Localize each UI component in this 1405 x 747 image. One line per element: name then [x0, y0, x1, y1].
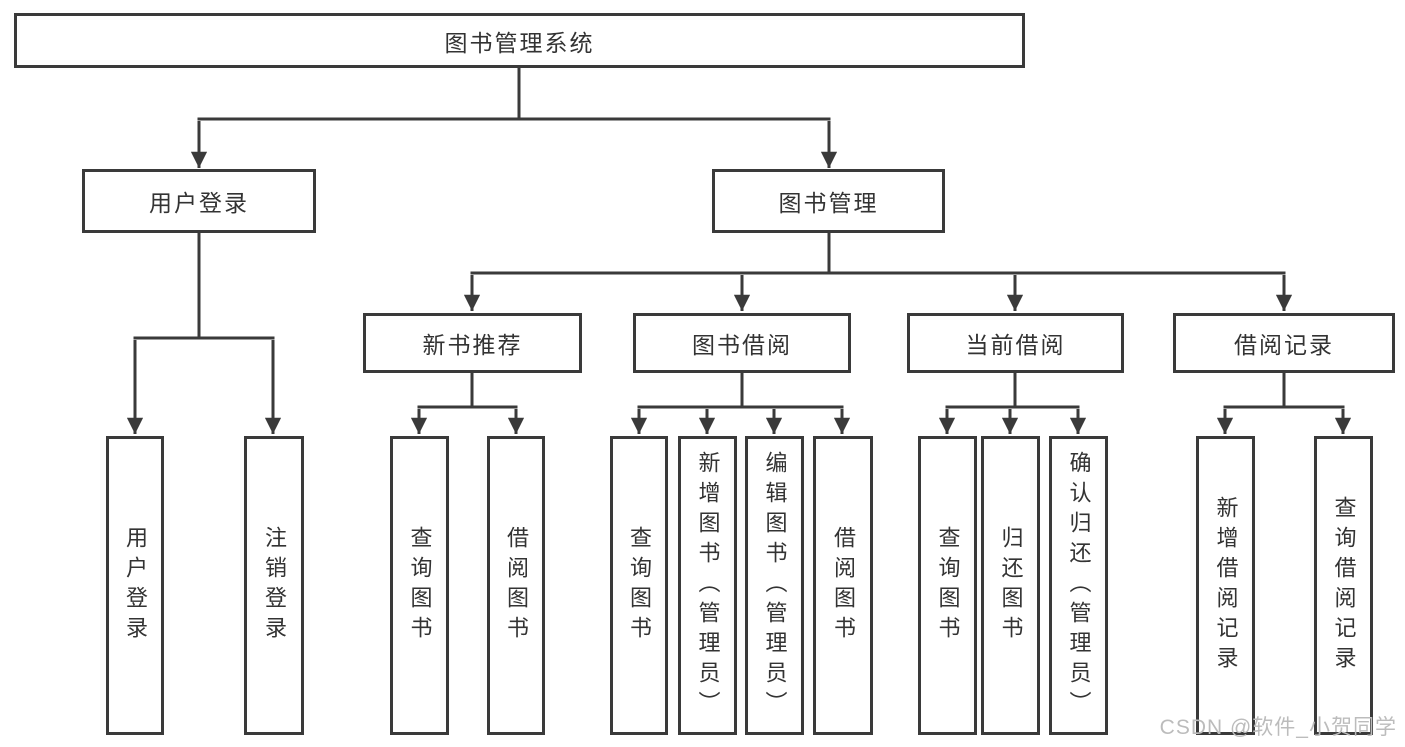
node-label: 查询借阅记录	[1331, 495, 1357, 676]
node-label: 图书借阅	[692, 332, 792, 358]
node-label: 用户登录	[149, 190, 249, 216]
node-label: 注销登录	[262, 525, 287, 646]
node-bb-query-book: 查询图书	[610, 436, 668, 735]
node-label: 查询图书	[627, 525, 652, 646]
edges-user-login	[126, 231, 282, 434]
edges-book-management	[463, 231, 1293, 311]
node-label: 当前借阅	[965, 332, 1066, 358]
node-label: 借阅图书	[504, 525, 529, 646]
node-book-borrowing: 图书借阅	[633, 313, 851, 373]
node-cb-query-book: 查询图书	[918, 436, 977, 735]
edges-group-leaves	[410, 371, 1352, 434]
node-cb-return-book: 归还图书	[981, 436, 1040, 735]
node-label: 新增借阅记录	[1213, 495, 1239, 676]
node-br-add-record: 新增借阅记录	[1196, 436, 1255, 735]
node-label: 查询图书	[407, 525, 433, 646]
node-label: 新书推荐	[422, 332, 523, 358]
node-bb-borrow-book: 借阅图书	[813, 436, 873, 735]
node-label: 图书管理	[778, 190, 879, 216]
node-user-logout: 注销登录	[244, 436, 304, 735]
node-book-management: 图书管理	[712, 169, 945, 233]
node-label: 用户登录	[123, 525, 148, 646]
node-current-borrowing: 当前借阅	[907, 313, 1124, 373]
node-cb-confirm-return-admin: 确认归还（管理员）	[1049, 436, 1108, 735]
node-label: 查询图书	[935, 525, 961, 646]
edges-root-to-level1	[190, 66, 838, 168]
node-label: 新增图书（管理员）	[695, 450, 721, 721]
node-label: 借阅图书	[831, 525, 856, 646]
node-label: 图书管理系统	[444, 29, 595, 56]
node-label: 编辑图书（管理员）	[762, 450, 788, 721]
node-user-login-action: 用户登录	[106, 436, 164, 735]
node-borrowing-records: 借阅记录	[1173, 313, 1395, 373]
node-nb-query-book: 查询图书	[390, 436, 449, 735]
node-bb-add-book-admin: 新增图书（管理员）	[678, 436, 737, 735]
node-new-book-recommend: 新书推荐	[363, 313, 582, 373]
node-label: 确认归还（管理员）	[1066, 450, 1092, 721]
node-user-login: 用户登录	[82, 169, 316, 233]
watermark: CSDN @软件_小贺同学	[1159, 716, 1397, 739]
node-library-management-system: 图书管理系统	[14, 13, 1025, 68]
node-br-query-record: 查询借阅记录	[1314, 436, 1373, 735]
node-label: 归还图书	[998, 525, 1024, 646]
node-bb-edit-book-admin: 编辑图书（管理员）	[745, 436, 804, 735]
node-nb-borrow-book: 借阅图书	[487, 436, 545, 735]
node-label: 借阅记录	[1234, 332, 1334, 358]
